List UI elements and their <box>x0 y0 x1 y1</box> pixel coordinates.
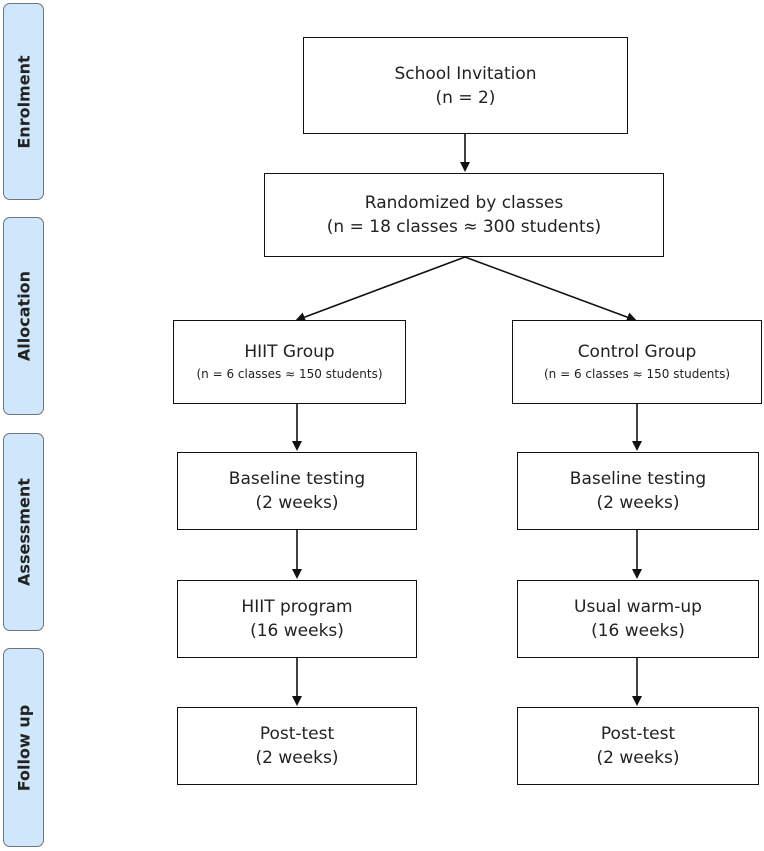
box-hiit-posttest-title: Post-test <box>259 724 335 744</box>
box-control-baseline-title: Baseline testing <box>569 469 707 489</box>
box-hiit-posttest-duration: (2 weeks) <box>255 748 339 768</box>
box-control-posttest-title: Post-test <box>600 724 676 744</box>
box-hiit-program-title: HIIT program <box>241 597 353 617</box>
box-hiit-group-count: (n = 6 classes ≈ 150 students) <box>196 367 383 381</box>
box-hiit-program-duration: (16 weeks) <box>250 621 344 641</box>
box-randomized-count: (n = 18 classes ≈ 300 students) <box>326 217 602 237</box>
box-control-posttest: Post-test (2 weeks) <box>517 707 759 785</box>
box-hiit-baseline-title: Baseline testing <box>228 469 366 489</box>
box-control-baseline-duration: (2 weeks) <box>596 493 680 513</box>
arrow-randomized-to-hiit <box>295 256 466 322</box>
box-control-group-count: (n = 6 classes ≈ 150 students) <box>543 367 731 381</box>
box-randomized: Randomized by classes (n = 18 classes ≈ … <box>264 173 664 257</box>
box-hiit-baseline: Baseline testing (2 weeks) <box>177 452 417 530</box>
box-control-warmup: Usual warm-up (16 weeks) <box>517 580 759 658</box>
stage-enrolment: Enrolment <box>3 3 44 200</box>
box-control-baseline: Baseline testing (2 weeks) <box>517 452 759 530</box>
stage-allocation: Allocation <box>3 217 44 415</box>
box-school-invitation-count: (n = 2) <box>435 87 496 108</box>
stage-assessment: Assessment <box>3 433 44 631</box>
box-control-posttest-duration: (2 weeks) <box>596 748 680 768</box>
box-hiit-posttest: Post-test (2 weeks) <box>177 707 417 785</box>
box-control-group-title: Control Group <box>577 342 697 362</box>
box-control-warmup-duration: (16 weeks) <box>591 621 685 641</box>
box-control-warmup-title: Usual warm-up <box>574 597 702 617</box>
box-school-invitation: School Invitation (n = 2) <box>303 37 628 134</box>
box-randomized-title: Randomized by classes <box>364 193 564 213</box>
box-control-group: Control Group (n = 6 classes ≈ 150 stude… <box>512 320 762 404</box>
arrow-randomized-to-control <box>464 256 637 322</box>
box-hiit-program: HIIT program (16 weeks) <box>177 580 417 658</box>
box-hiit-baseline-duration: (2 weeks) <box>255 493 339 513</box>
box-hiit-group: HIIT Group (n = 6 classes ≈ 150 students… <box>173 320 406 404</box>
stage-follow-up: Follow up <box>3 648 44 847</box>
box-hiit-group-title: HIIT Group <box>244 342 335 362</box>
box-school-invitation-title: School Invitation <box>394 63 537 84</box>
